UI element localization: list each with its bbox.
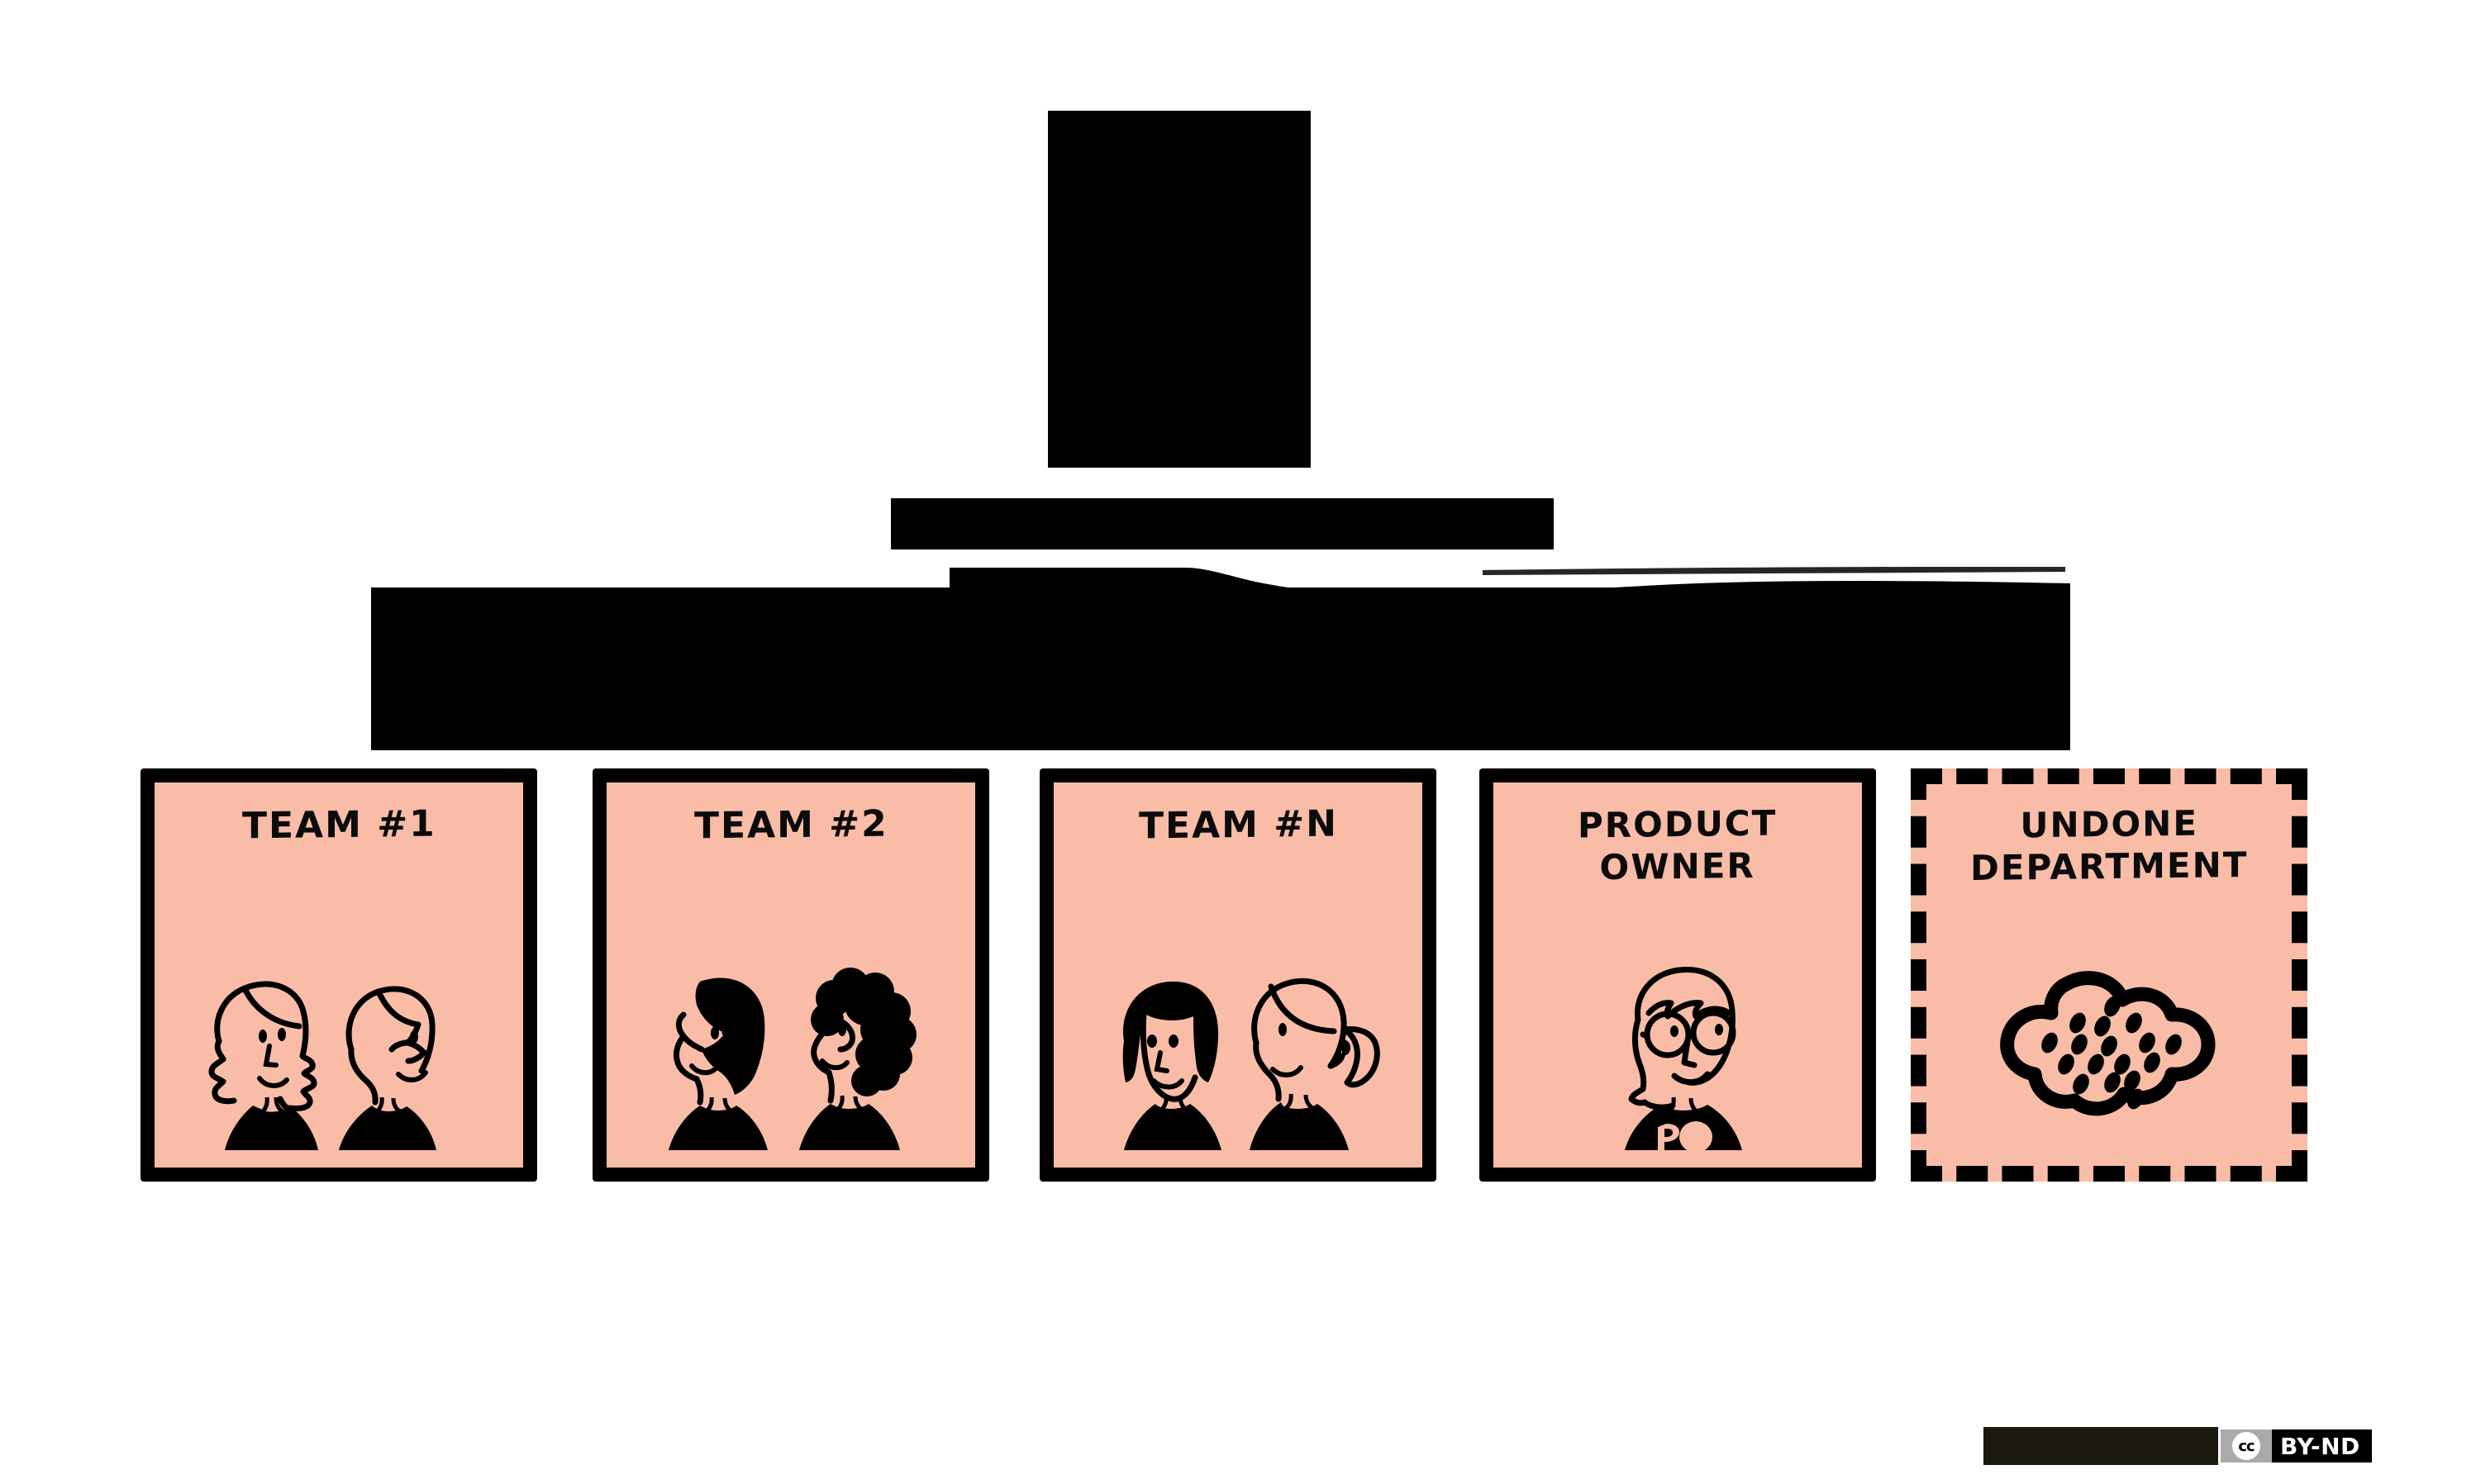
two-people-icon [208,981,436,1150]
license-label: BY-ND [2280,1432,2360,1460]
card-frame-solid [140,768,537,1182]
card-fill [1054,782,1422,1168]
card-fill [1493,782,1862,1168]
org-card-row: TEAM #1 [0,768,2476,1198]
license-backdrop-bar [1983,1427,2256,1465]
two-people-icon [1122,977,1380,1150]
card-team-1[interactable]: TEAM #1 [140,768,537,1182]
cc-glyph: cc [2232,1432,2260,1460]
two-people-icon [669,968,917,1150]
card-fill [155,782,523,1168]
card-fill [607,782,975,1168]
rain-cloud-icon [2000,971,2216,1116]
card-title: PRODUCT OWNER [1578,802,1777,889]
redaction-block-top [1048,111,1311,468]
card-frame-solid [1040,768,1436,1182]
card-title: TEAM #2 [693,802,888,848]
card-title: UNDONE DEPARTMENT [1970,801,2248,890]
card-title-line-2: DEPARTMENT [1969,844,2249,889]
card-frame-solid [593,768,989,1182]
license-badge[interactable]: cc BY-ND [1983,1427,2476,1472]
card-title: TEAM #1 [241,802,436,848]
redaction-block-middle [891,498,1554,549]
card-title-line-2: OWNER [1599,845,1756,888]
redaction-block-wide [371,587,2070,750]
card-frame-solid [1479,768,1876,1182]
card-title: TEAM #N [1138,802,1338,848]
card-undone-department[interactable]: UNDONE DEPARTMENT [1911,768,2307,1182]
creative-commons-icon: cc [2221,1429,2272,1463]
card-team-n[interactable]: TEAM #N [1040,768,1436,1182]
person-with-glasses-icon [1625,967,1742,1150]
card-product-owner[interactable]: PRODUCT OWNER [1479,768,1876,1182]
card-title-line-1: PRODUCT [1578,802,1778,846]
card-team-2[interactable]: TEAM #2 [593,768,989,1182]
card-title-line-1: UNDONE [2020,802,2198,846]
